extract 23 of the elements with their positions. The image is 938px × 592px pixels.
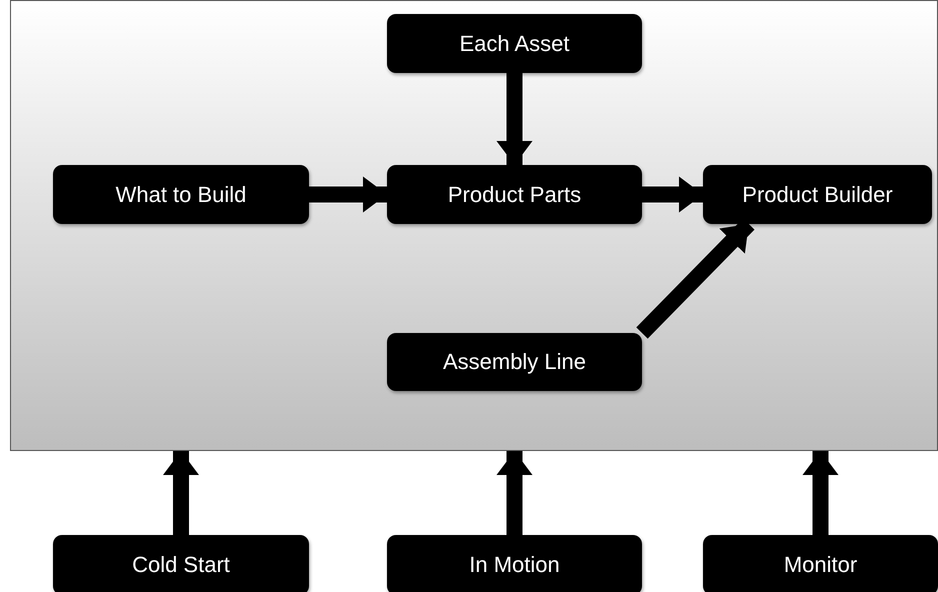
box-label: Monitor (784, 552, 858, 578)
block-arrow (642, 176, 703, 212)
box-label: Cold Start (132, 552, 230, 578)
box-label: What to Build (116, 182, 246, 208)
process-box (703, 535, 938, 592)
block-arrow (802, 451, 838, 535)
process-box (387, 14, 642, 73)
process-box (387, 333, 642, 391)
process-box (53, 165, 309, 224)
process-box (387, 165, 642, 224)
block-arrow (309, 176, 387, 212)
process-box (387, 535, 642, 592)
box-label: Assembly Line (442, 349, 586, 375)
box-label: Product Parts (448, 182, 582, 208)
box-label: In Motion (469, 552, 560, 578)
process-box (53, 535, 309, 592)
block-arrow (163, 451, 199, 535)
box-label: Product Builder (742, 182, 893, 208)
block-arrow (496, 73, 532, 165)
process-box (703, 165, 932, 224)
box-label: Each Asset (459, 30, 570, 56)
container-panel (10, 0, 938, 451)
block-arrow (496, 451, 532, 535)
